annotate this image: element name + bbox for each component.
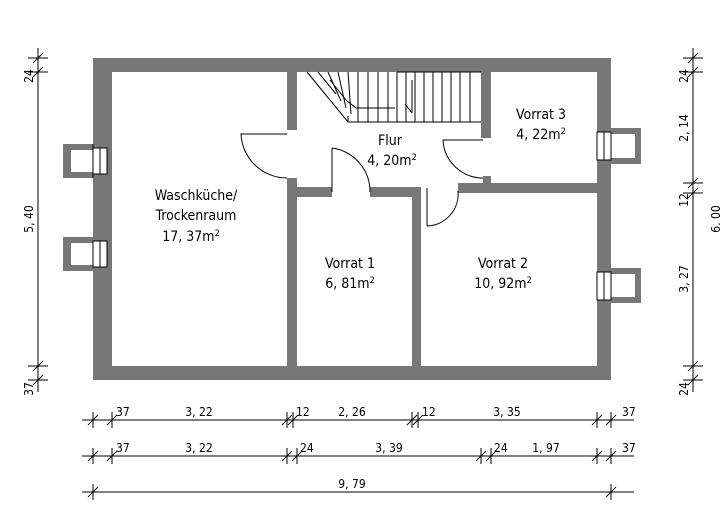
dim-right-0: 24 [677,69,691,83]
dimension-left: 24 5, 40 37 [22,48,48,396]
room-label-vorrat3: Vorrat 3 [516,107,566,123]
dimension-rows: 37 3, 22 12 2, 26 12 3, 35 37 37 3, 22 2… [82,405,636,500]
window-wells [63,128,641,303]
room-label-flur: Flur [378,133,403,149]
wall-vorrat3-post [483,176,491,188]
dimension-right: 24 2, 14 12 3, 27 24 6, 00 [677,48,720,396]
room-label-vorrat1: Vorrat 1 [325,256,375,272]
dim-row2-5: 1, 97 [532,441,559,455]
dim-row1-5: 3, 35 [493,405,520,419]
room-area-waschkueche: 17, 37m2 [162,229,219,245]
door-waschkueche [240,133,288,179]
wall-flur-vorrat2 [458,183,606,193]
dim-row2-1: 3, 22 [185,441,212,455]
dim-row1-2: 12 [296,405,310,419]
outer-wall-right [597,58,611,380]
room-area-flur: 4, 20m2 [367,153,416,169]
wall-vorrat1-vorrat2 [412,187,421,366]
dim-row2-4: 24 [494,441,508,455]
doors [240,133,484,227]
room-area-vorrat2: 10, 92m2 [474,276,531,292]
dim-row1-3: 2, 26 [338,405,366,419]
staircase [306,71,481,123]
room-labels: Waschküche/ Trockenraum 17, 37m2 Flur 4,… [155,107,566,292]
door-vorrat3 [442,139,484,179]
dim-left-1: 5, 40 [22,205,36,233]
room-label-waschkueche-line1: Waschküche/ [155,188,238,204]
dim-left-0: 24 [22,69,36,83]
dim-right-3: 3, 27 [677,265,691,292]
dim-row3-0: 9, 79 [338,477,366,491]
room-area-vorrat3: 4, 22m2 [516,127,565,143]
dim-row1-1: 3, 22 [185,405,212,419]
room-area-vorrat1: 6, 81m2 [325,276,374,292]
dim-right-4: 24 [677,382,691,396]
wall-stair-vorrat3 [481,58,491,138]
outer-wall-left [93,58,112,380]
dim-right-1: 2, 14 [677,114,691,142]
outer-wall-bottom [93,366,611,380]
dim-row2-3: 3, 39 [375,441,403,455]
dim-row1-0: 37 [116,405,130,419]
dim-left-2: 37 [22,382,36,396]
wall-wasch-flur-upper [287,58,297,130]
dim-row1-4: 12 [422,405,436,419]
outer-wall-top [93,58,611,72]
dim-row1-6: 37 [622,405,636,419]
dim-right-2: 12 [677,193,691,207]
wall-flur-vorrat1-left [287,187,332,197]
door-vorrat2 [426,188,459,227]
dim-row2-6: 37 [622,441,636,455]
dim-right-5: 6, 00 [709,205,720,233]
door-vorrat1 [331,147,371,193]
wall-flur-vorrat1-right [370,187,420,197]
dim-row2-2: 24 [300,441,314,455]
room-label-vorrat2: Vorrat 2 [478,256,528,272]
dim-row2-0: 37 [116,441,130,455]
wall-wasch-flur-lower [287,178,297,366]
room-label-waschkueche-line2: Trockenraum [155,208,237,224]
